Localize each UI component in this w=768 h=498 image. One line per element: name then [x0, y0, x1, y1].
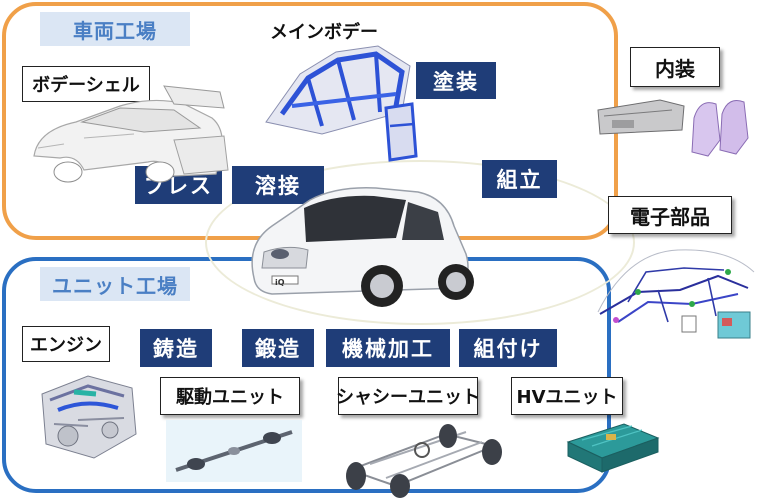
- label-engine: エンジン: [22, 326, 110, 362]
- process-machining: 機械加工: [326, 329, 450, 367]
- car-badge: iQ: [275, 278, 285, 287]
- hv-battery-image: [566, 423, 660, 473]
- process-casting: 鋳造: [140, 329, 212, 367]
- car-image: [251, 187, 474, 307]
- body-shell-image: [33, 85, 229, 183]
- process-welding: 溶接: [232, 166, 324, 204]
- process-painting: 塗装: [416, 62, 496, 99]
- label-interior: 内装: [630, 47, 720, 87]
- process-sub-assembly: 組付け: [459, 329, 557, 367]
- vehicle-plant-title: 車両工場: [40, 12, 190, 46]
- engine-image: [41, 375, 137, 459]
- label-electronics: 電子部品: [608, 196, 732, 234]
- interior-image: [597, 99, 749, 157]
- chassis-image: [346, 424, 502, 498]
- center-ellipse: [205, 160, 635, 325]
- label-chassis-unit: シャシーユニット: [336, 377, 480, 415]
- process-forging: 鍛造: [242, 329, 314, 367]
- main-body-image: [265, 45, 418, 162]
- label-drive-unit: 駆動ユニット: [160, 377, 300, 415]
- drive-shaft-image: [166, 420, 302, 482]
- unit-plant-title: ユニット工場: [40, 267, 190, 301]
- process-assembly: 組立: [482, 160, 557, 198]
- label-hv-unit: HVユニット: [511, 377, 623, 415]
- label-main-body: メインボデー: [262, 14, 386, 48]
- label-body-shell: ボデーシェル: [22, 66, 150, 102]
- wire-harness-image: [597, 249, 755, 339]
